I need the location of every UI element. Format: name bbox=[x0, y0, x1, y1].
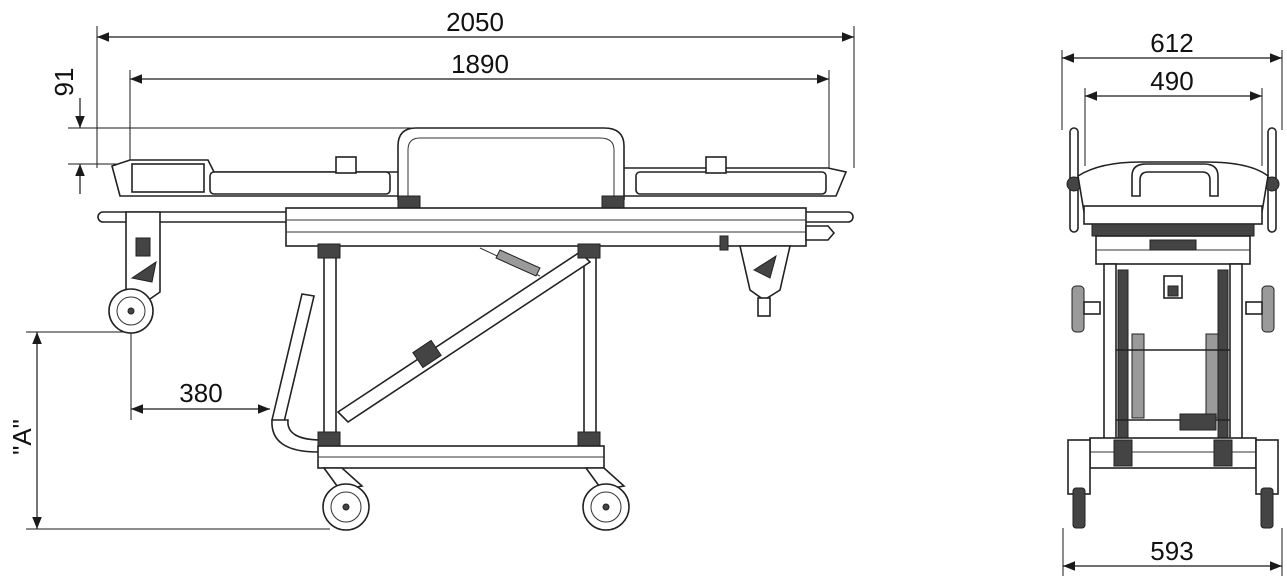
end-view-legs bbox=[1103, 263, 1243, 445]
end-view-deck bbox=[1077, 161, 1269, 265]
dimension-frame-length: 1890 bbox=[129, 49, 830, 168]
dim-label-91: 91 bbox=[49, 68, 79, 97]
end-view-side-rails bbox=[1066, 127, 1280, 233]
dim-label-1890: 1890 bbox=[451, 49, 509, 79]
dimension-frame-width: 490 bbox=[1084, 66, 1263, 166]
dim-label-593: 593 bbox=[1150, 536, 1193, 566]
dimension-mattress-height: 91 bbox=[49, 68, 420, 194]
end-view: 612 490 593 bbox=[1061, 28, 1283, 576]
dimension-overall-width: 612 bbox=[1061, 28, 1283, 130]
stretcher-main-frame bbox=[97, 207, 854, 251]
end-view-upper-wheels bbox=[1071, 285, 1275, 333]
undercarriage-base bbox=[317, 445, 630, 531]
stretcher-deck bbox=[111, 127, 848, 211]
front-caster-assembly bbox=[108, 211, 161, 334]
side-view: 2050 1890 91 380 "A" bbox=[7, 7, 855, 531]
rear-foot-assembly bbox=[738, 245, 792, 317]
dim-label-a: "A" bbox=[7, 419, 37, 455]
dimension-variable-height: "A" bbox=[7, 331, 330, 530]
dimension-wheel-track: 593 bbox=[1062, 528, 1283, 576]
undercarriage-legs bbox=[271, 243, 601, 453]
dim-label-2050: 2050 bbox=[446, 7, 504, 37]
dimension-wheel-offset: 380 bbox=[130, 330, 270, 420]
dim-label-380: 380 bbox=[179, 378, 222, 408]
dim-label-612: 612 bbox=[1150, 28, 1193, 58]
dimension-overall-length: 2050 bbox=[96, 7, 855, 168]
dim-label-490: 490 bbox=[1150, 66, 1193, 96]
end-view-base bbox=[1067, 437, 1279, 529]
